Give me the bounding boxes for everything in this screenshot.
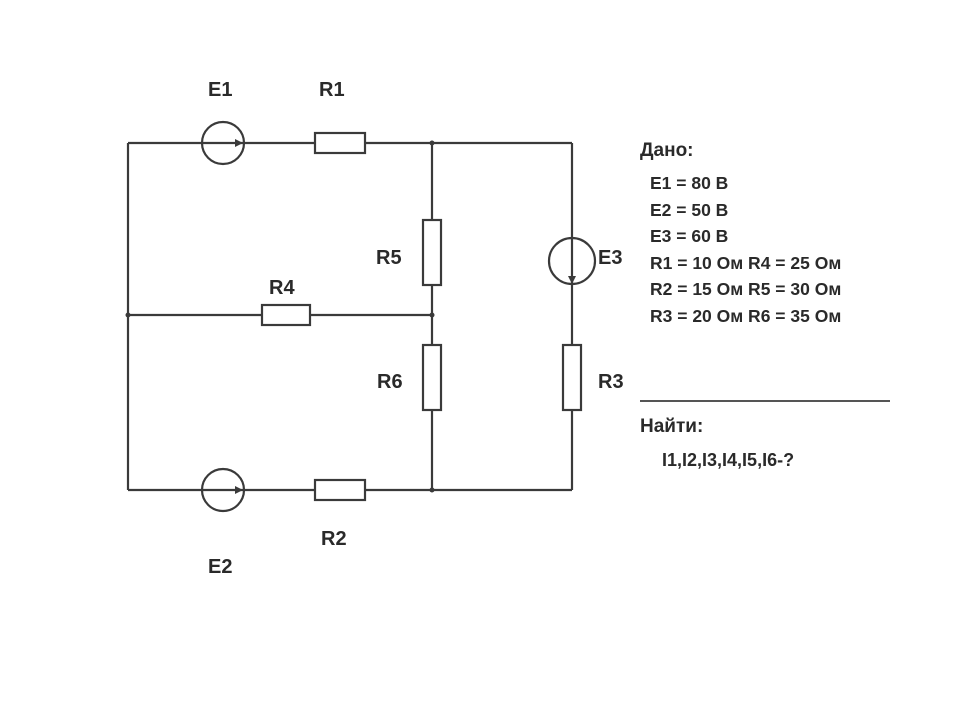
source-e1 (200, 120, 246, 166)
label-r5: R5 (376, 247, 402, 269)
label-e1: E1 (208, 79, 232, 101)
find-value: I1,I2,I3,I4,I5,I6-? (662, 450, 795, 470)
label-e2: E2 (208, 556, 232, 578)
given-line: E1 = 80 В (650, 173, 729, 193)
resistor-r2 (313, 478, 367, 502)
given-line: E3 = 60 В (650, 226, 729, 246)
given-line: R3 = 20 Ом R6 = 35 Ом (650, 305, 842, 326)
label-r3: R3 (598, 371, 624, 393)
junction-top (429, 140, 435, 146)
given-line: E2 = 50 В (650, 199, 729, 220)
given-line: R1 = 10 Ом R4 = 25 Ом (650, 252, 842, 273)
junction-bottom (429, 487, 435, 493)
label-r4: R4 (269, 277, 295, 299)
find-title: Найти: (640, 416, 704, 437)
resistor-r1 (313, 131, 367, 155)
wires (126, 141, 574, 492)
resistor-r3 (561, 343, 583, 412)
given-block: Дано: E1 = 80 В E2 = 50 В E3 = 60 В R1 =… (640, 140, 900, 329)
source-e2 (200, 467, 246, 513)
junction-mid (429, 312, 435, 318)
source-e3 (547, 236, 597, 286)
resistor-r6 (421, 343, 443, 412)
divider (640, 400, 890, 402)
find-block: Найти: I1,I2,I3,I4,I5,I6-? (640, 416, 794, 471)
resistor-r4 (260, 303, 312, 327)
resistor-r5 (421, 218, 443, 287)
given-line: R2 = 15 Ом R5 = 30 Ом (650, 279, 842, 299)
label-r6: R6 (377, 371, 403, 393)
label-r1: R1 (319, 79, 345, 101)
junction-left (125, 312, 131, 318)
given-title: Дано: (640, 140, 694, 161)
label-e3: E3 (598, 247, 622, 269)
label-r2: R2 (321, 528, 347, 550)
